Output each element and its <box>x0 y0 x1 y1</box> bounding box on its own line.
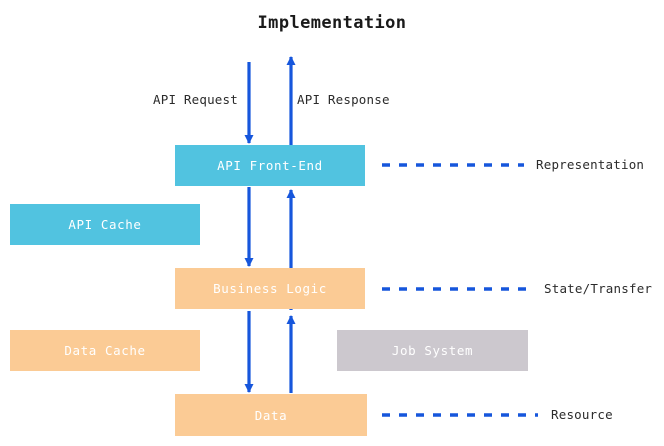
node-data-cache[interactable]: Data Cache <box>10 330 200 371</box>
node-job-system[interactable]: Job System <box>337 330 528 371</box>
side-label-representation: Representation <box>536 157 645 172</box>
node-data[interactable]: Data <box>175 394 367 436</box>
node-label: Data Cache <box>64 343 146 358</box>
node-label: Business Logic <box>213 281 327 296</box>
node-label: API Cache <box>68 217 142 232</box>
node-label: Job System <box>391 343 474 358</box>
edge-label-api-request: API Request <box>153 92 238 107</box>
side-label-resource: Resource <box>551 407 613 422</box>
node-api-front-end[interactable]: API Front-End <box>175 145 365 186</box>
node-api-cache[interactable]: API Cache <box>10 204 200 245</box>
side-label-state-transfer: State/Transfer <box>544 281 653 296</box>
dashed-connectors <box>382 163 538 417</box>
node-label: Data <box>254 407 288 423</box>
flow-arrows <box>244 56 296 393</box>
page-title: Implementation <box>257 13 407 33</box>
node-business-logic[interactable]: Business Logic <box>175 268 365 309</box>
node-label: API Front-End <box>217 158 323 173</box>
edge-label-api-response: API Response <box>297 92 390 107</box>
